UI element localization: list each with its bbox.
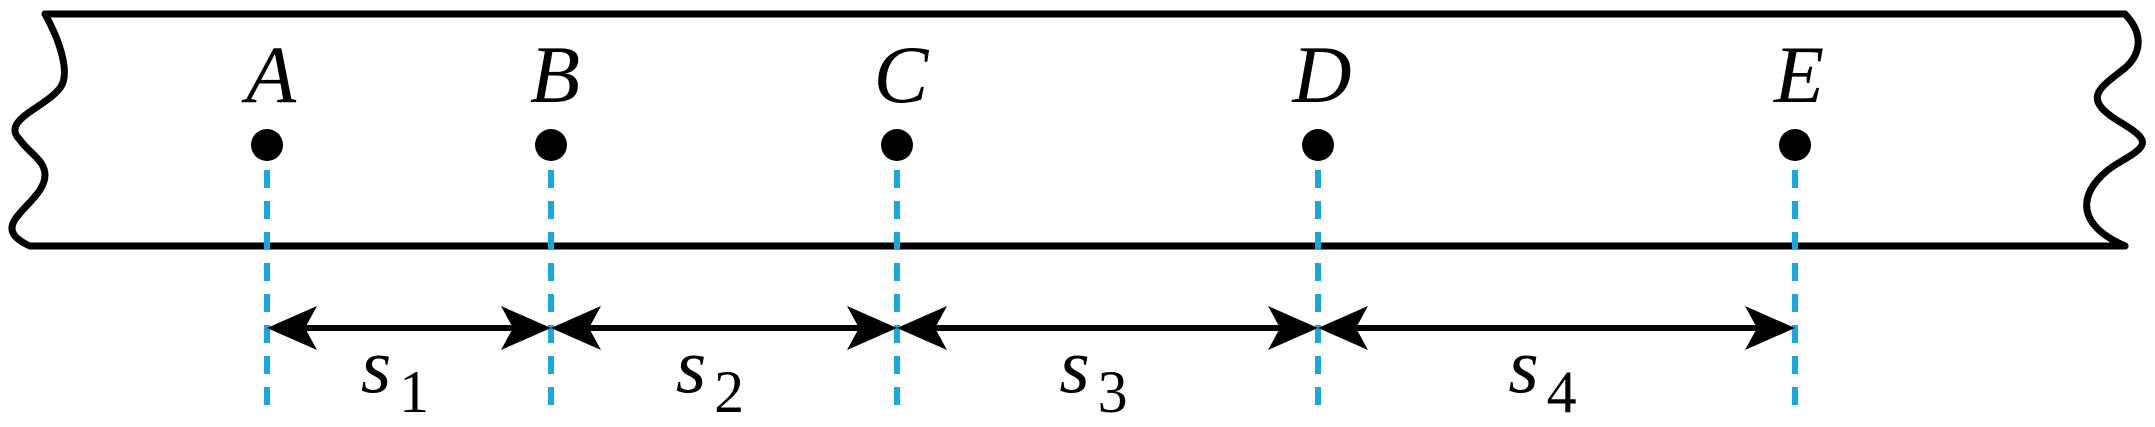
point-dot-e xyxy=(1779,129,1811,161)
segment-subscript: 3 xyxy=(1098,359,1128,425)
segment-subscript: 2 xyxy=(714,359,744,425)
distance-arrow-1 xyxy=(267,306,551,350)
guide-lines xyxy=(264,170,1798,415)
point-label-b: B xyxy=(530,29,580,120)
segment-symbol: s xyxy=(1059,322,1089,409)
arrowhead-left xyxy=(1318,306,1368,350)
distance-arrows xyxy=(267,306,1795,350)
segment-symbol: s xyxy=(1508,322,1538,409)
arrowhead-right xyxy=(1745,306,1795,350)
point-dot-d xyxy=(1302,129,1334,161)
tape-left-torn-edge xyxy=(8,10,68,250)
segment-symbol: s xyxy=(361,322,391,409)
distance-arrow-2 xyxy=(551,306,897,350)
arrowhead-right xyxy=(847,306,897,350)
tape-right-torn-edge xyxy=(2083,10,2146,250)
point-dot-c xyxy=(881,129,913,161)
arrowhead-right xyxy=(1268,306,1318,350)
segment-subscript: 1 xyxy=(399,359,429,425)
arrowhead-left xyxy=(551,306,601,350)
distance-arrow-4 xyxy=(1318,306,1795,350)
point-label-d: D xyxy=(1291,29,1351,120)
distance-arrow-3 xyxy=(897,306,1318,350)
point-dots xyxy=(251,129,1811,161)
arrowhead-left xyxy=(897,306,947,350)
point-label-e: E xyxy=(1773,29,1824,120)
point-labels: A B C D E xyxy=(241,29,1824,120)
point-dot-b xyxy=(535,129,567,161)
arrowhead-right xyxy=(501,306,551,350)
paper-tape xyxy=(8,10,2146,250)
point-dot-a xyxy=(251,129,283,161)
segment-symbol: s xyxy=(676,322,706,409)
segment-subscript: 4 xyxy=(1547,359,1577,425)
point-label-c: C xyxy=(874,29,930,120)
arrowhead-left xyxy=(267,306,317,350)
point-label-a: A xyxy=(241,29,297,120)
